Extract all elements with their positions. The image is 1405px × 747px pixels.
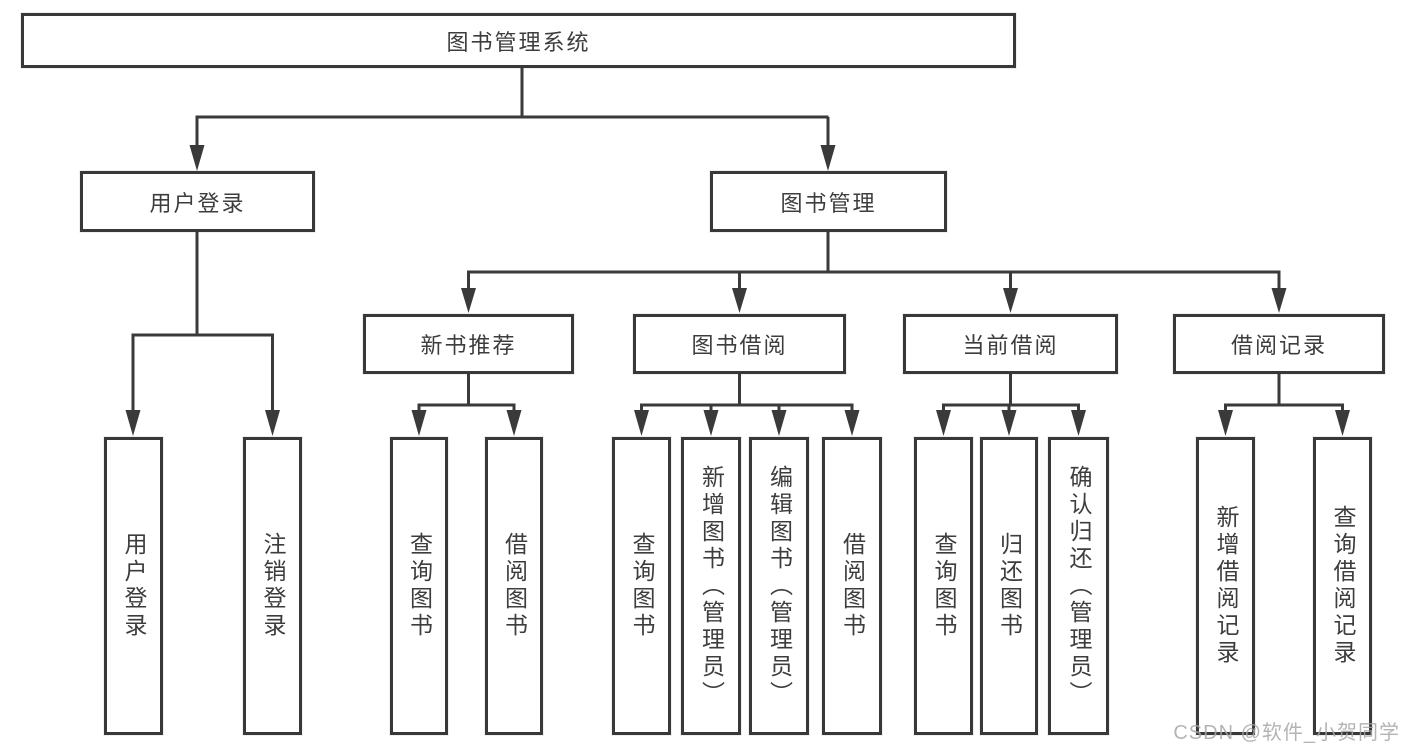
leaf-label: 查询借阅记录 (1330, 505, 1356, 667)
arrowhead-icon (189, 145, 205, 171)
arrowheads-user-login (125, 410, 280, 436)
leaf-borrow-books: 借阅图书 (822, 437, 882, 735)
arrowhead-icon (1271, 288, 1287, 313)
node-book-management: 图书管理 (710, 171, 947, 232)
edges-book-borrowing (640, 374, 854, 412)
arrowheads-book-management (461, 288, 1287, 313)
arrowhead-icon (936, 410, 951, 436)
arrowhead-icon (820, 145, 836, 171)
node-book-borrowing: 图书借阅 (633, 314, 846, 374)
leaf-query-borrow-record: 查询借阅记录 (1313, 437, 1372, 735)
leaf-label: 新增借阅记录 (1213, 505, 1239, 667)
leaf-add-borrow-record: 新增借阅记录 (1196, 437, 1255, 735)
leaf-logout: 注销登录 (243, 437, 302, 735)
arrowhead-icon (1335, 410, 1350, 436)
edges-borrow-records (1224, 374, 1344, 412)
csdn-watermark: CSDN @软件_小贺同学 (1173, 722, 1400, 744)
leaf-label: 查询图书 (931, 532, 957, 640)
leaf-label: 用户登录 (121, 532, 147, 640)
leaf-borrow-books-recommend: 借阅图书 (485, 437, 543, 735)
leaf-edit-book-admin: 编辑图书（管理员） (749, 437, 809, 735)
leaf-label: 查询图书 (629, 532, 655, 640)
arrowhead-icon (1001, 410, 1017, 436)
leaf-label: 确认归还（管理员） (1066, 464, 1092, 708)
node-library-management-system: 图书管理系统 (21, 13, 1016, 68)
leaf-query-books-recommend: 查询图书 (390, 437, 448, 735)
arrowhead-icon (703, 410, 719, 436)
edges-user-login (131, 232, 274, 412)
arrowhead-icon (732, 288, 747, 313)
leaf-user-login: 用户登录 (104, 437, 163, 735)
arrowheads-book-borrowing (634, 410, 860, 436)
arrowhead-icon (411, 410, 427, 436)
arrowhead-icon (1071, 410, 1086, 436)
leaf-label: 归还图书 (996, 532, 1023, 640)
arrowheads-borrow-records (1218, 410, 1350, 436)
arrowhead-icon (265, 410, 280, 436)
leaf-label: 借阅图书 (501, 532, 528, 640)
arrowhead-icon (461, 288, 476, 313)
leaf-label: 借阅图书 (839, 532, 866, 640)
arrowhead-icon (125, 410, 141, 436)
edges-new-book-recommend (417, 374, 516, 412)
leaf-label: 注销登录 (260, 532, 286, 640)
leaf-return-book: 归还图书 (980, 437, 1038, 735)
leaf-label: 查询图书 (406, 532, 433, 640)
arrowhead-icon (634, 410, 649, 436)
leaf-label: 新增图书（管理员） (698, 464, 725, 708)
edges-book-management (467, 232, 1281, 290)
arrowhead-icon (771, 410, 787, 436)
arrowheads-new-book-recommend (411, 410, 522, 436)
leaf-query-books-current: 查询图书 (914, 437, 973, 735)
node-new-book-recommend: 新书推荐 (363, 314, 574, 374)
arrowhead-icon (844, 410, 860, 436)
leaf-confirm-return-admin: 确认归还（管理员） (1048, 437, 1109, 735)
leaf-label: 编辑图书（管理员） (766, 464, 793, 708)
node-current-borrowing: 当前借阅 (903, 314, 1118, 374)
node-borrow-records: 借阅记录 (1173, 314, 1385, 374)
leaf-query-books-borrowing: 查询图书 (612, 437, 671, 735)
arrowheads-current-borrowing (936, 410, 1086, 436)
arrowhead-icon (1003, 288, 1018, 313)
arrowhead-icon (1218, 410, 1233, 436)
edges-current-borrowing (942, 374, 1080, 412)
node-user-login: 用户登录 (80, 171, 315, 232)
leaf-add-book-admin: 新增图书（管理员） (681, 437, 741, 735)
edges-root (195, 68, 830, 147)
arrowheads-root (189, 145, 836, 171)
arrowhead-icon (506, 410, 522, 436)
